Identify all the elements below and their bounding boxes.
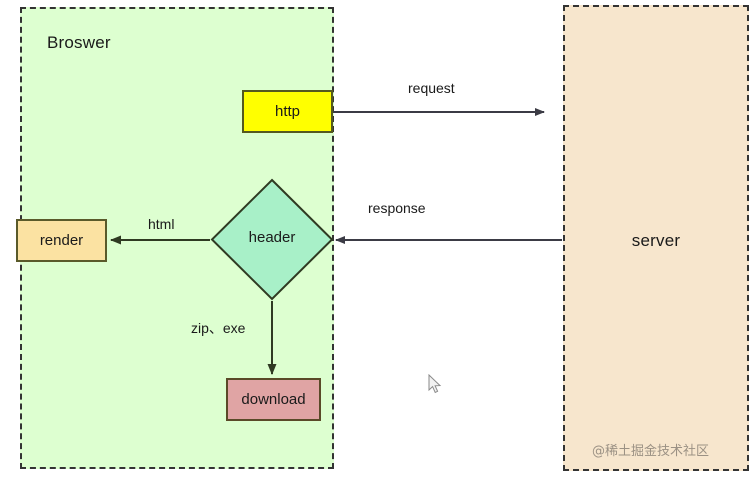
node-header-label: header (248, 229, 296, 246)
node-http[interactable]: http (242, 90, 333, 133)
watermark-text: @稀土掘金技术社区 (592, 444, 710, 459)
server-zone-title: server (631, 231, 681, 250)
server-zone (563, 5, 749, 471)
edge-label-zip-exe: zip、exe (191, 320, 246, 336)
header-diamond-shape (210, 178, 334, 301)
node-render[interactable]: render (16, 219, 107, 262)
node-download[interactable]: download (226, 378, 321, 421)
node-header[interactable] (210, 178, 334, 301)
edge-label-response: response (368, 200, 426, 216)
mouse-pointer-icon (428, 374, 442, 394)
browser-zone-title: Broswer (47, 33, 111, 52)
edge-label-html: html (148, 216, 175, 232)
edge-label-request: request (408, 80, 455, 96)
